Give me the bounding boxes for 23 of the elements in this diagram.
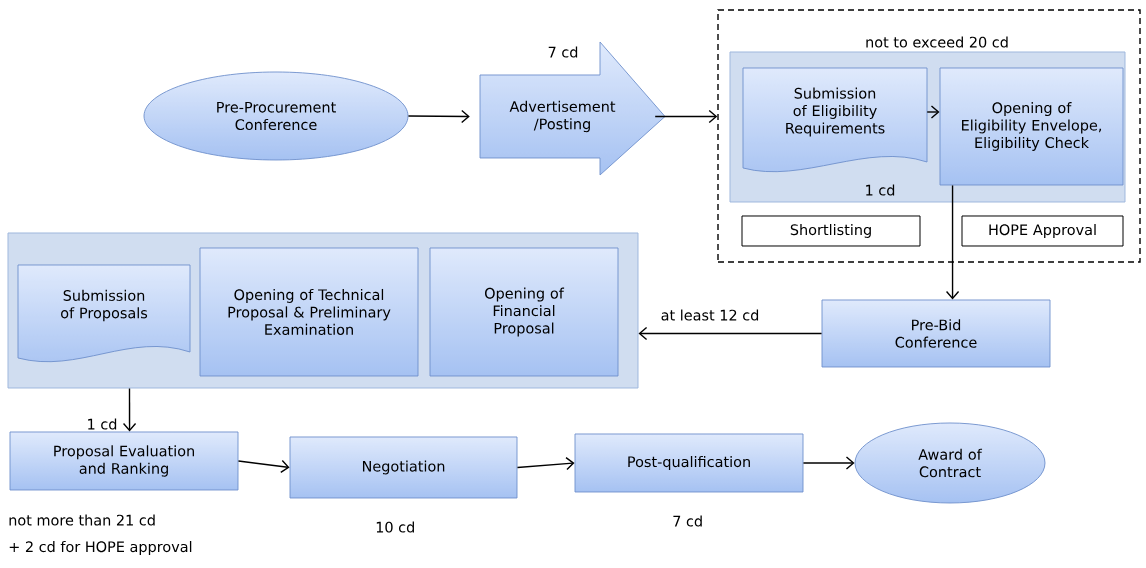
process-box: Negotiation xyxy=(289,436,518,499)
arrow xyxy=(407,109,470,124)
arrow xyxy=(945,184,960,300)
outlined-box: HOPE Approval xyxy=(961,215,1124,247)
process-box: Pre-Bid Conference xyxy=(821,299,1051,368)
outlined-box: Shortlisting xyxy=(741,215,921,247)
duration-label: 7 cd xyxy=(673,515,702,527)
edge-label: 1 cd xyxy=(85,417,119,431)
arrow xyxy=(654,109,718,124)
arrow xyxy=(638,326,823,341)
duration-label: + 2 cd for HOPE approval xyxy=(9,541,192,555)
process-box: Opening of Eligibility Envelope, Eligibility Check xyxy=(939,67,1124,186)
arrow xyxy=(802,456,855,470)
arrow xyxy=(516,456,575,471)
arrow xyxy=(122,387,137,432)
edge-label: at least 12 cd xyxy=(659,308,761,322)
process-box: Opening of Technical Proposal & Preliminary Examination xyxy=(199,247,419,377)
duration-label: 10 cd xyxy=(376,521,414,533)
process-box: Opening of Financial Proposal xyxy=(429,247,619,377)
duration-label: not more than 21 cd xyxy=(9,514,155,526)
arrow xyxy=(237,459,290,474)
process-box: Proposal Evaluation and Ranking xyxy=(9,431,239,491)
process-box: Post-qualification xyxy=(574,433,804,493)
